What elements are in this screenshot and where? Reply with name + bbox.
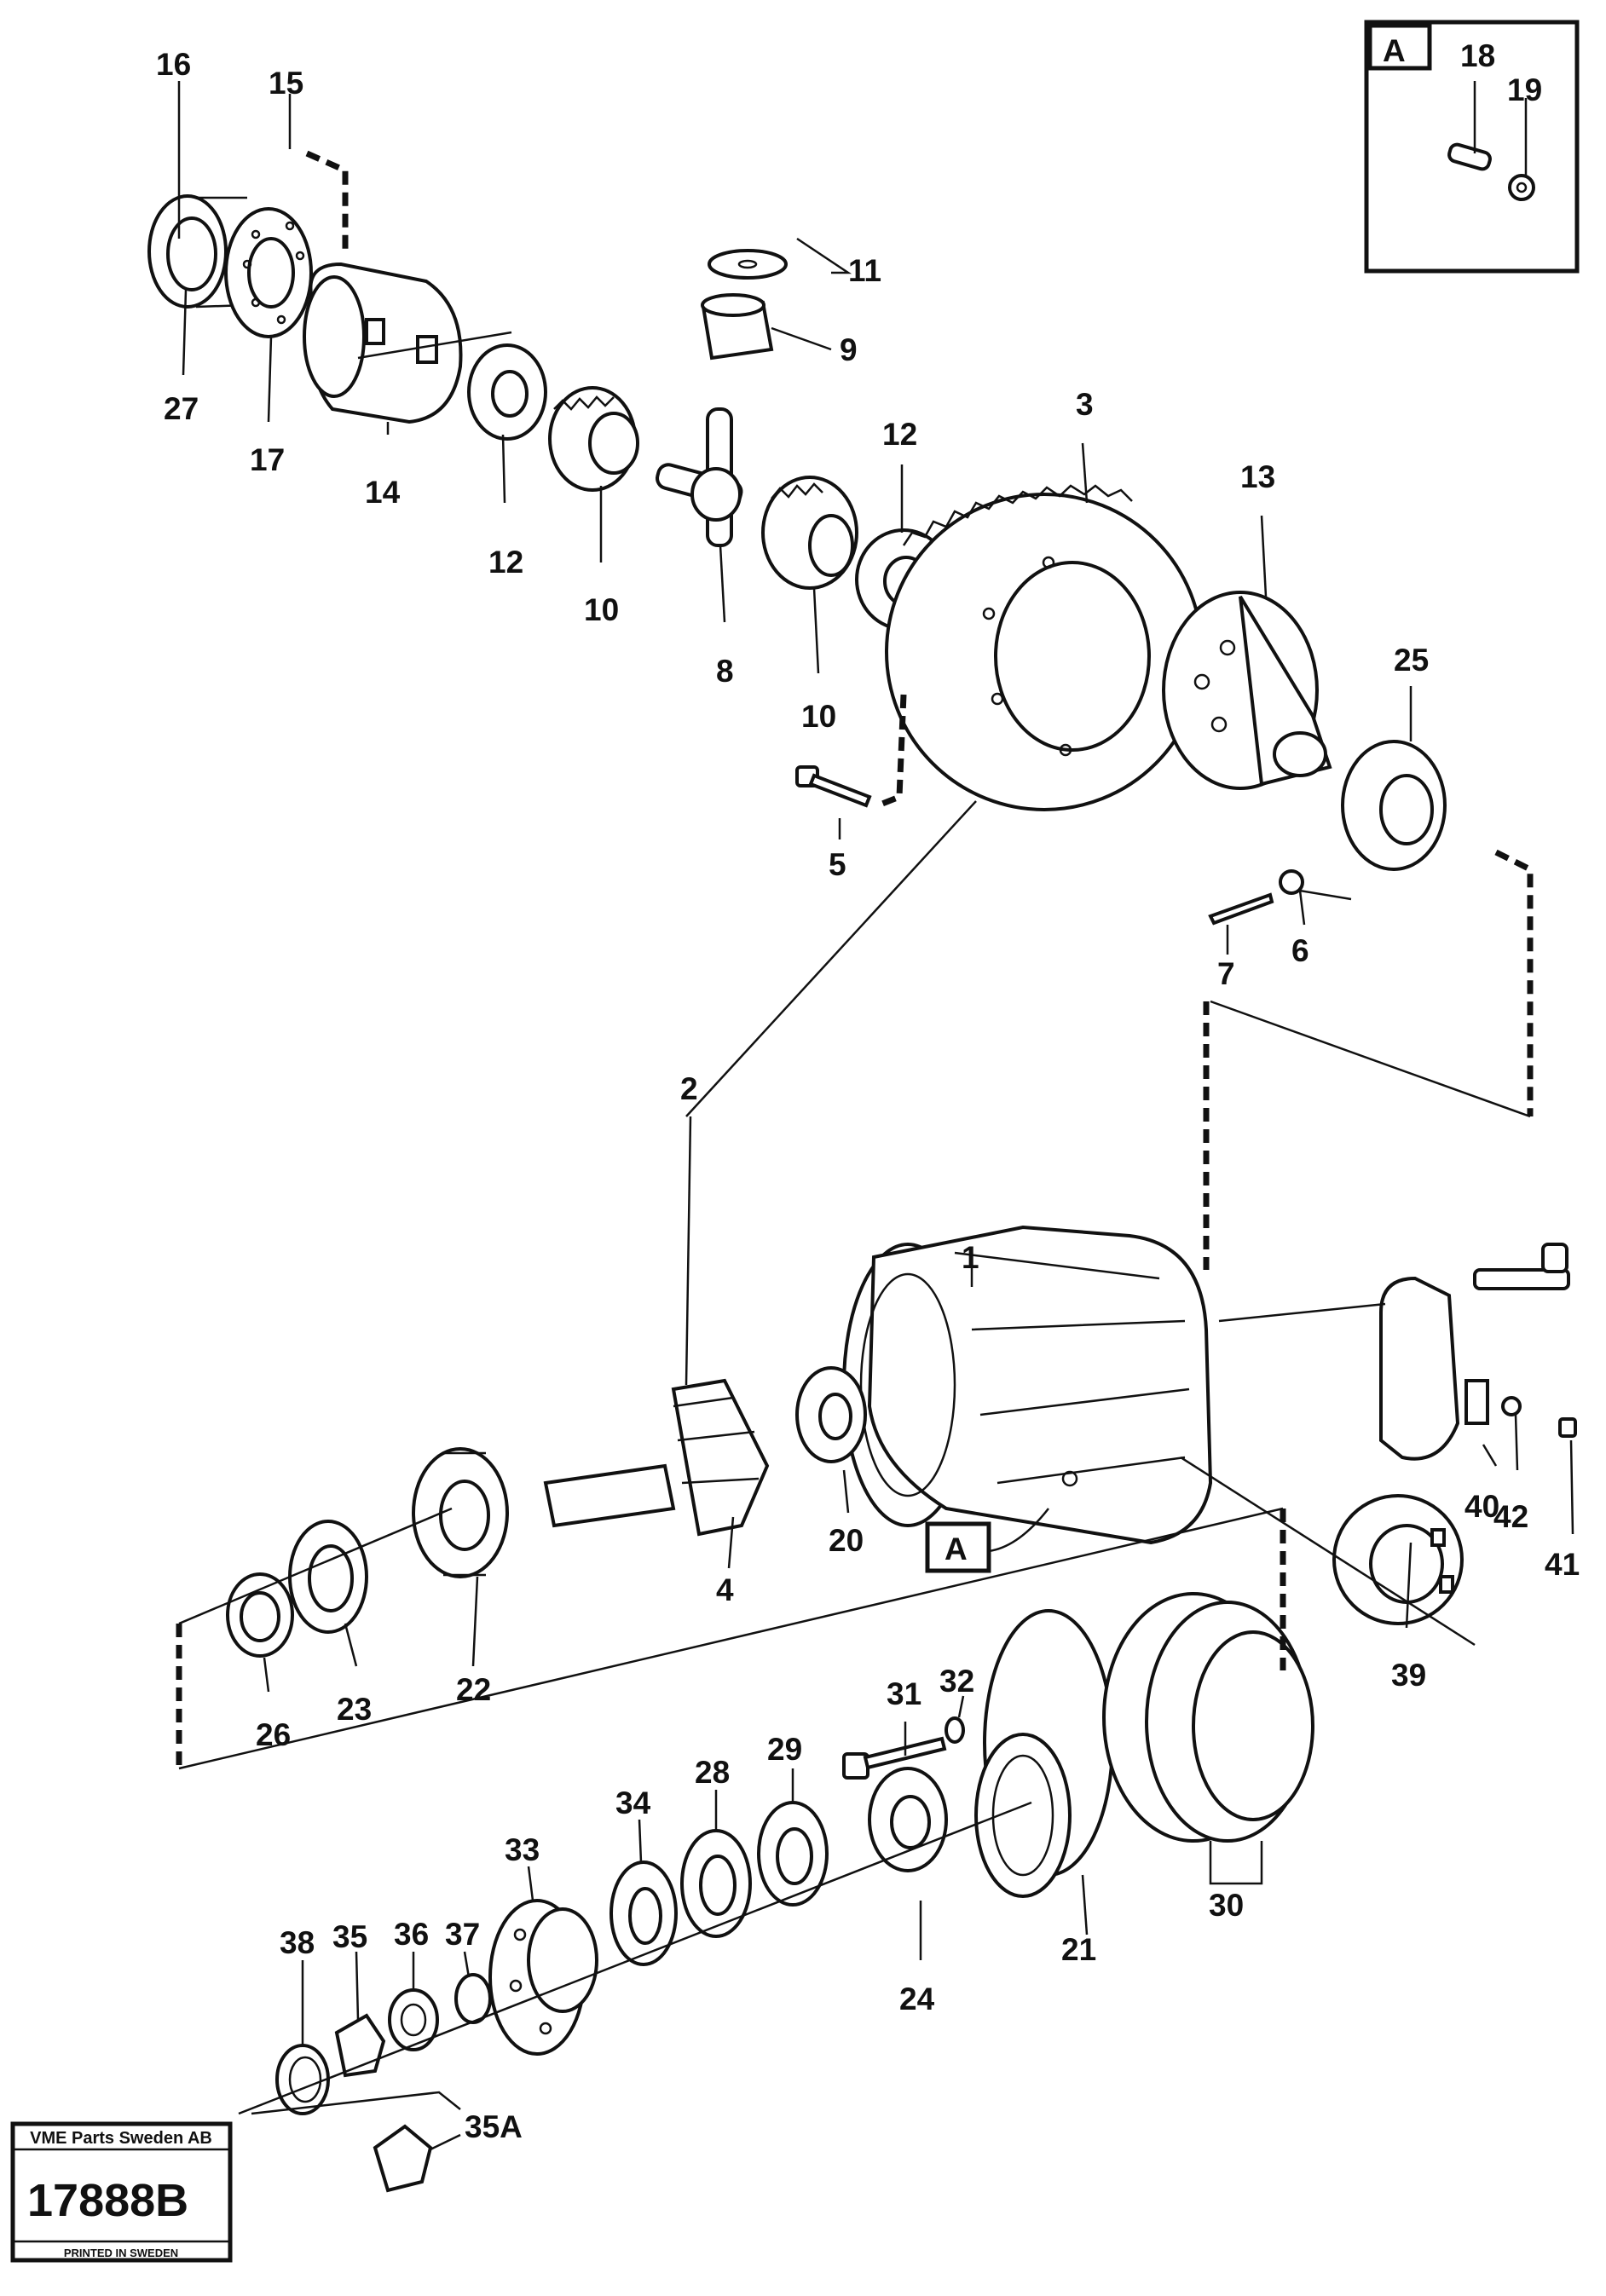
- flange-17: [224, 207, 313, 338]
- nut-36: [388, 1988, 439, 2051]
- stamp-company: VME Parts Sweden AB: [30, 2129, 212, 2148]
- callout-8: 8: [716, 654, 734, 689]
- callout-29: 29: [767, 1732, 802, 1767]
- assembly-dashed-lines: [176, 150, 1534, 1768]
- side-gear-10-left: [548, 386, 639, 492]
- callout-6: 6: [1291, 933, 1309, 968]
- washer-34: [609, 1860, 678, 1966]
- callout-17: 17: [250, 442, 285, 477]
- callout-13: 13: [1240, 459, 1275, 494]
- callout-35a: 35A: [465, 2109, 523, 2144]
- stud-bolt-18: [1447, 81, 1492, 171]
- callout-34: 34: [615, 1785, 651, 1820]
- spider-8: [656, 407, 743, 547]
- bearing-cup-26: [226, 1572, 294, 1658]
- detail-marker-a: A: [925, 1521, 991, 1573]
- callout-2: 2: [680, 1071, 698, 1106]
- callout-37: 37: [445, 1917, 480, 1952]
- callout-14: 14: [365, 475, 401, 510]
- callout-23: 23: [337, 1692, 372, 1727]
- differential-case-half-13: [1162, 591, 1332, 790]
- leader-lines: [177, 81, 1574, 2151]
- side-gear-10-right: [761, 476, 858, 590]
- callout-31: 31: [887, 1676, 921, 1711]
- stamp-printed: PRINTED IN SWEDEN: [64, 2247, 178, 2259]
- callout-36: 36: [394, 1917, 429, 1952]
- callout-16: 16: [156, 47, 191, 82]
- callout-25: 25: [1394, 643, 1429, 678]
- circlip-38: [275, 2044, 330, 2115]
- nut-39: [1332, 1494, 1464, 1625]
- final-drive-housing-1: [842, 1225, 1213, 1545]
- shim-set-30: [1102, 1592, 1314, 1843]
- callout-19: 19: [1507, 72, 1542, 107]
- bearing-20: [795, 1366, 867, 1463]
- callout-3: 3: [1076, 387, 1094, 422]
- callout-35: 35: [332, 1919, 367, 1954]
- callout-27: 27: [164, 391, 199, 426]
- bearing-25: [1341, 740, 1447, 871]
- flange-21: [974, 1609, 1114, 1898]
- callout-22: 22: [456, 1672, 491, 1707]
- nut-19: [1508, 98, 1535, 201]
- washer-12-left: [467, 343, 547, 441]
- split-pin-7: [1208, 892, 1274, 926]
- callout-4: 4: [716, 1572, 734, 1607]
- detail-box-a: A: [1364, 20, 1580, 274]
- bearing-24: [868, 1767, 948, 1872]
- bearing-27: [147, 194, 248, 309]
- pinion-gear-9: [701, 293, 774, 361]
- callout-11: 11: [848, 253, 881, 288]
- bearing-22: [412, 1447, 509, 1578]
- nut-6: [1279, 869, 1304, 895]
- locking-plate-42: [1464, 1379, 1577, 1438]
- bolt-31: [842, 1736, 947, 1780]
- callout-32: 32: [939, 1664, 974, 1699]
- callout-33: 33: [505, 1832, 540, 1867]
- seal-28: [680, 1829, 752, 1938]
- callout-20: 20: [829, 1523, 864, 1558]
- washer-11: [708, 249, 788, 280]
- callout-21: 21: [1061, 1932, 1096, 1967]
- callout-42: 42: [1493, 1499, 1528, 1534]
- stamp-number: 17888B: [27, 2175, 188, 2226]
- washer-32: [945, 1716, 965, 1744]
- pinion-4: [543, 1378, 770, 1537]
- callout-10b: 10: [801, 699, 836, 734]
- seal-29: [757, 1801, 829, 1907]
- callout-41: 41: [1545, 1547, 1580, 1582]
- callout-12a: 12: [488, 545, 523, 580]
- callout-28: 28: [695, 1755, 730, 1790]
- callout-24: 24: [899, 1982, 935, 2016]
- callout-39: 39: [1391, 1658, 1426, 1693]
- detail-marker-label: A: [945, 1532, 968, 1566]
- bolt-5: [795, 765, 872, 808]
- lock-plate-35a: [373, 2124, 433, 2193]
- callout-labels: 16 15 18 19 11 9 27 17 14 12 10 8 12 10 …: [156, 38, 1580, 2144]
- callout-15: 15: [269, 66, 303, 101]
- differential-case-half-14: [303, 262, 512, 424]
- callout-9: 9: [840, 332, 858, 367]
- washer-23: [288, 1520, 368, 1634]
- callout-7: 7: [1217, 956, 1235, 991]
- callout-38: 38: [280, 1925, 315, 1960]
- callout-12b: 12: [882, 417, 917, 452]
- callout-18: 18: [1460, 38, 1495, 73]
- companion-flange-33: [488, 1899, 598, 2056]
- parts-stamp: VME Parts Sweden AB 17888B PRINTED IN SW…: [10, 2121, 233, 2263]
- callout-5: 5: [829, 847, 846, 882]
- callout-26: 26: [256, 1717, 291, 1752]
- callout-10a: 10: [584, 592, 619, 627]
- crown-wheel-3: [885, 484, 1204, 811]
- callout-40: 40: [1464, 1489, 1499, 1524]
- callout-1: 1: [962, 1240, 979, 1275]
- callout-30: 30: [1209, 1888, 1244, 1923]
- cap-screw-40: [1379, 1243, 1570, 1461]
- washer-37: [454, 1973, 492, 2024]
- detail-box-label: A: [1383, 33, 1406, 68]
- detail-box-label-frame: [1367, 23, 1432, 71]
